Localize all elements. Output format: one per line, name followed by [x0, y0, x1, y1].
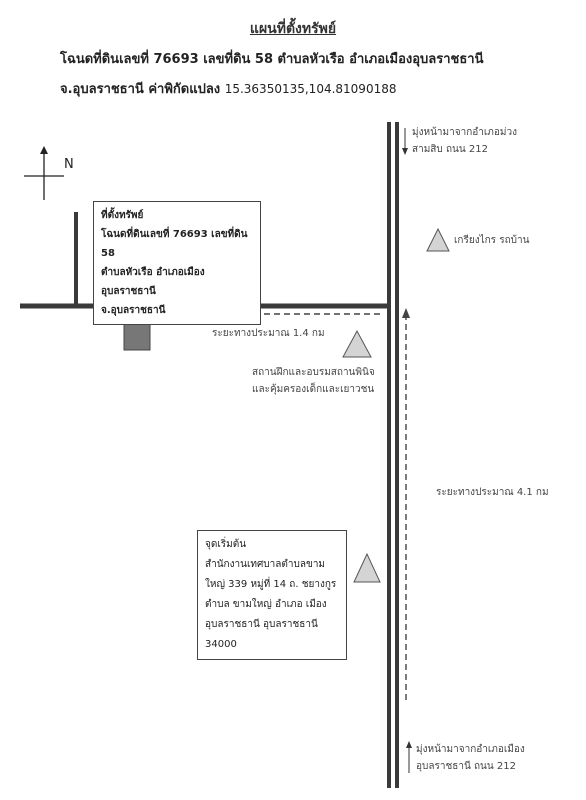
start-box-line: 34000: [205, 639, 237, 650]
start-box-line: ตำบล ขามใหญ่ อำเภอ เมือง: [205, 599, 327, 610]
property-box-heading: ที่ตั้งทรัพย์: [101, 210, 144, 221]
bottom-direction-label: มุ่งหน้ามาจากอำเภอเมือง อุบลราชธานี ถนน …: [416, 741, 525, 775]
start-box-line: ใหญ่ 339 หมู่ที่ 14 ถ. ชยางกูร: [205, 579, 337, 590]
coordinate-value: 15.36350135,104.81090188: [224, 82, 397, 96]
property-box-line: จ.อุบลราชธานี: [101, 305, 166, 316]
property-box-line: โฉนดที่ดินเลขที่ 76693 เลขที่ดิน 58: [101, 229, 248, 259]
direction-text: อุบลราชธานี ถนน 212: [416, 761, 516, 772]
landmark-triangle-icon: [426, 227, 450, 252]
north-arrow-icon: [24, 146, 64, 200]
direction-text: มุ่งหน้ามาจากอำเภอม่วง: [412, 127, 517, 138]
landmark-triangle-icon: [353, 552, 381, 583]
direction-text: มุ่งหน้ามาจากอำเภอเมือง: [416, 744, 525, 755]
province-label: จ.อุบลราชธานี ค่าพิกัดแปลง: [60, 82, 221, 97]
landmark-text: และคุ้มครองเด็กและเยาวชน: [252, 384, 375, 395]
property-box-line: ตำบลหัวเรือ อำเภอเมืองอุบลราชธานี: [101, 267, 205, 297]
landmark-label: สถานฝึกและอบรมสถานพินิจ และคุ้มครองเด็กแ…: [252, 364, 375, 398]
arrow-down-icon: [402, 128, 408, 155]
arrow-up-icon: [406, 741, 412, 773]
property-info-box: ที่ตั้งทรัพย์ โฉนดที่ดินเลขที่ 76693 เลข…: [93, 201, 261, 325]
start-box-line: อุบลราชธานี อุบลราชธานี: [205, 619, 318, 630]
top-direction-label: มุ่งหน้ามาจากอำเภอม่วง สามสิบ ถนน 212: [412, 124, 517, 158]
start-box-line: จุดเริ่มต้น: [205, 539, 247, 550]
deed-info-line: โฉนดที่ดินเลขที่ 76693 เลขที่ดิน 58 ตำบล…: [60, 52, 484, 67]
start-box-line: สำนักงานเทศบาลตำบลขาม: [205, 559, 326, 570]
distance-label: ระยะทางประมาณ 1.4 กม: [212, 328, 325, 339]
landmark-text: สถานฝึกและอบรมสถานพินิจ: [252, 367, 375, 378]
start-point-box: จุดเริ่มต้น สำนักงานเทศบาลตำบลขาม ใหญ่ 3…: [197, 530, 347, 660]
direction-text: สามสิบ ถนน 212: [412, 144, 488, 155]
coordinate-line: จ.อุบลราชธานี ค่าพิกัดแปลง 15.36350135,1…: [60, 78, 396, 99]
north-label: N: [64, 157, 74, 172]
landmark-triangle-icon: [342, 329, 372, 358]
landmark-label: เกรียงไกร รถบ้าน: [454, 235, 530, 246]
distance-label: ระยะทางประมาณ 4.1 กม: [436, 487, 549, 498]
map-title: แผนที่ตั้งทรัพย์: [249, 21, 337, 37]
